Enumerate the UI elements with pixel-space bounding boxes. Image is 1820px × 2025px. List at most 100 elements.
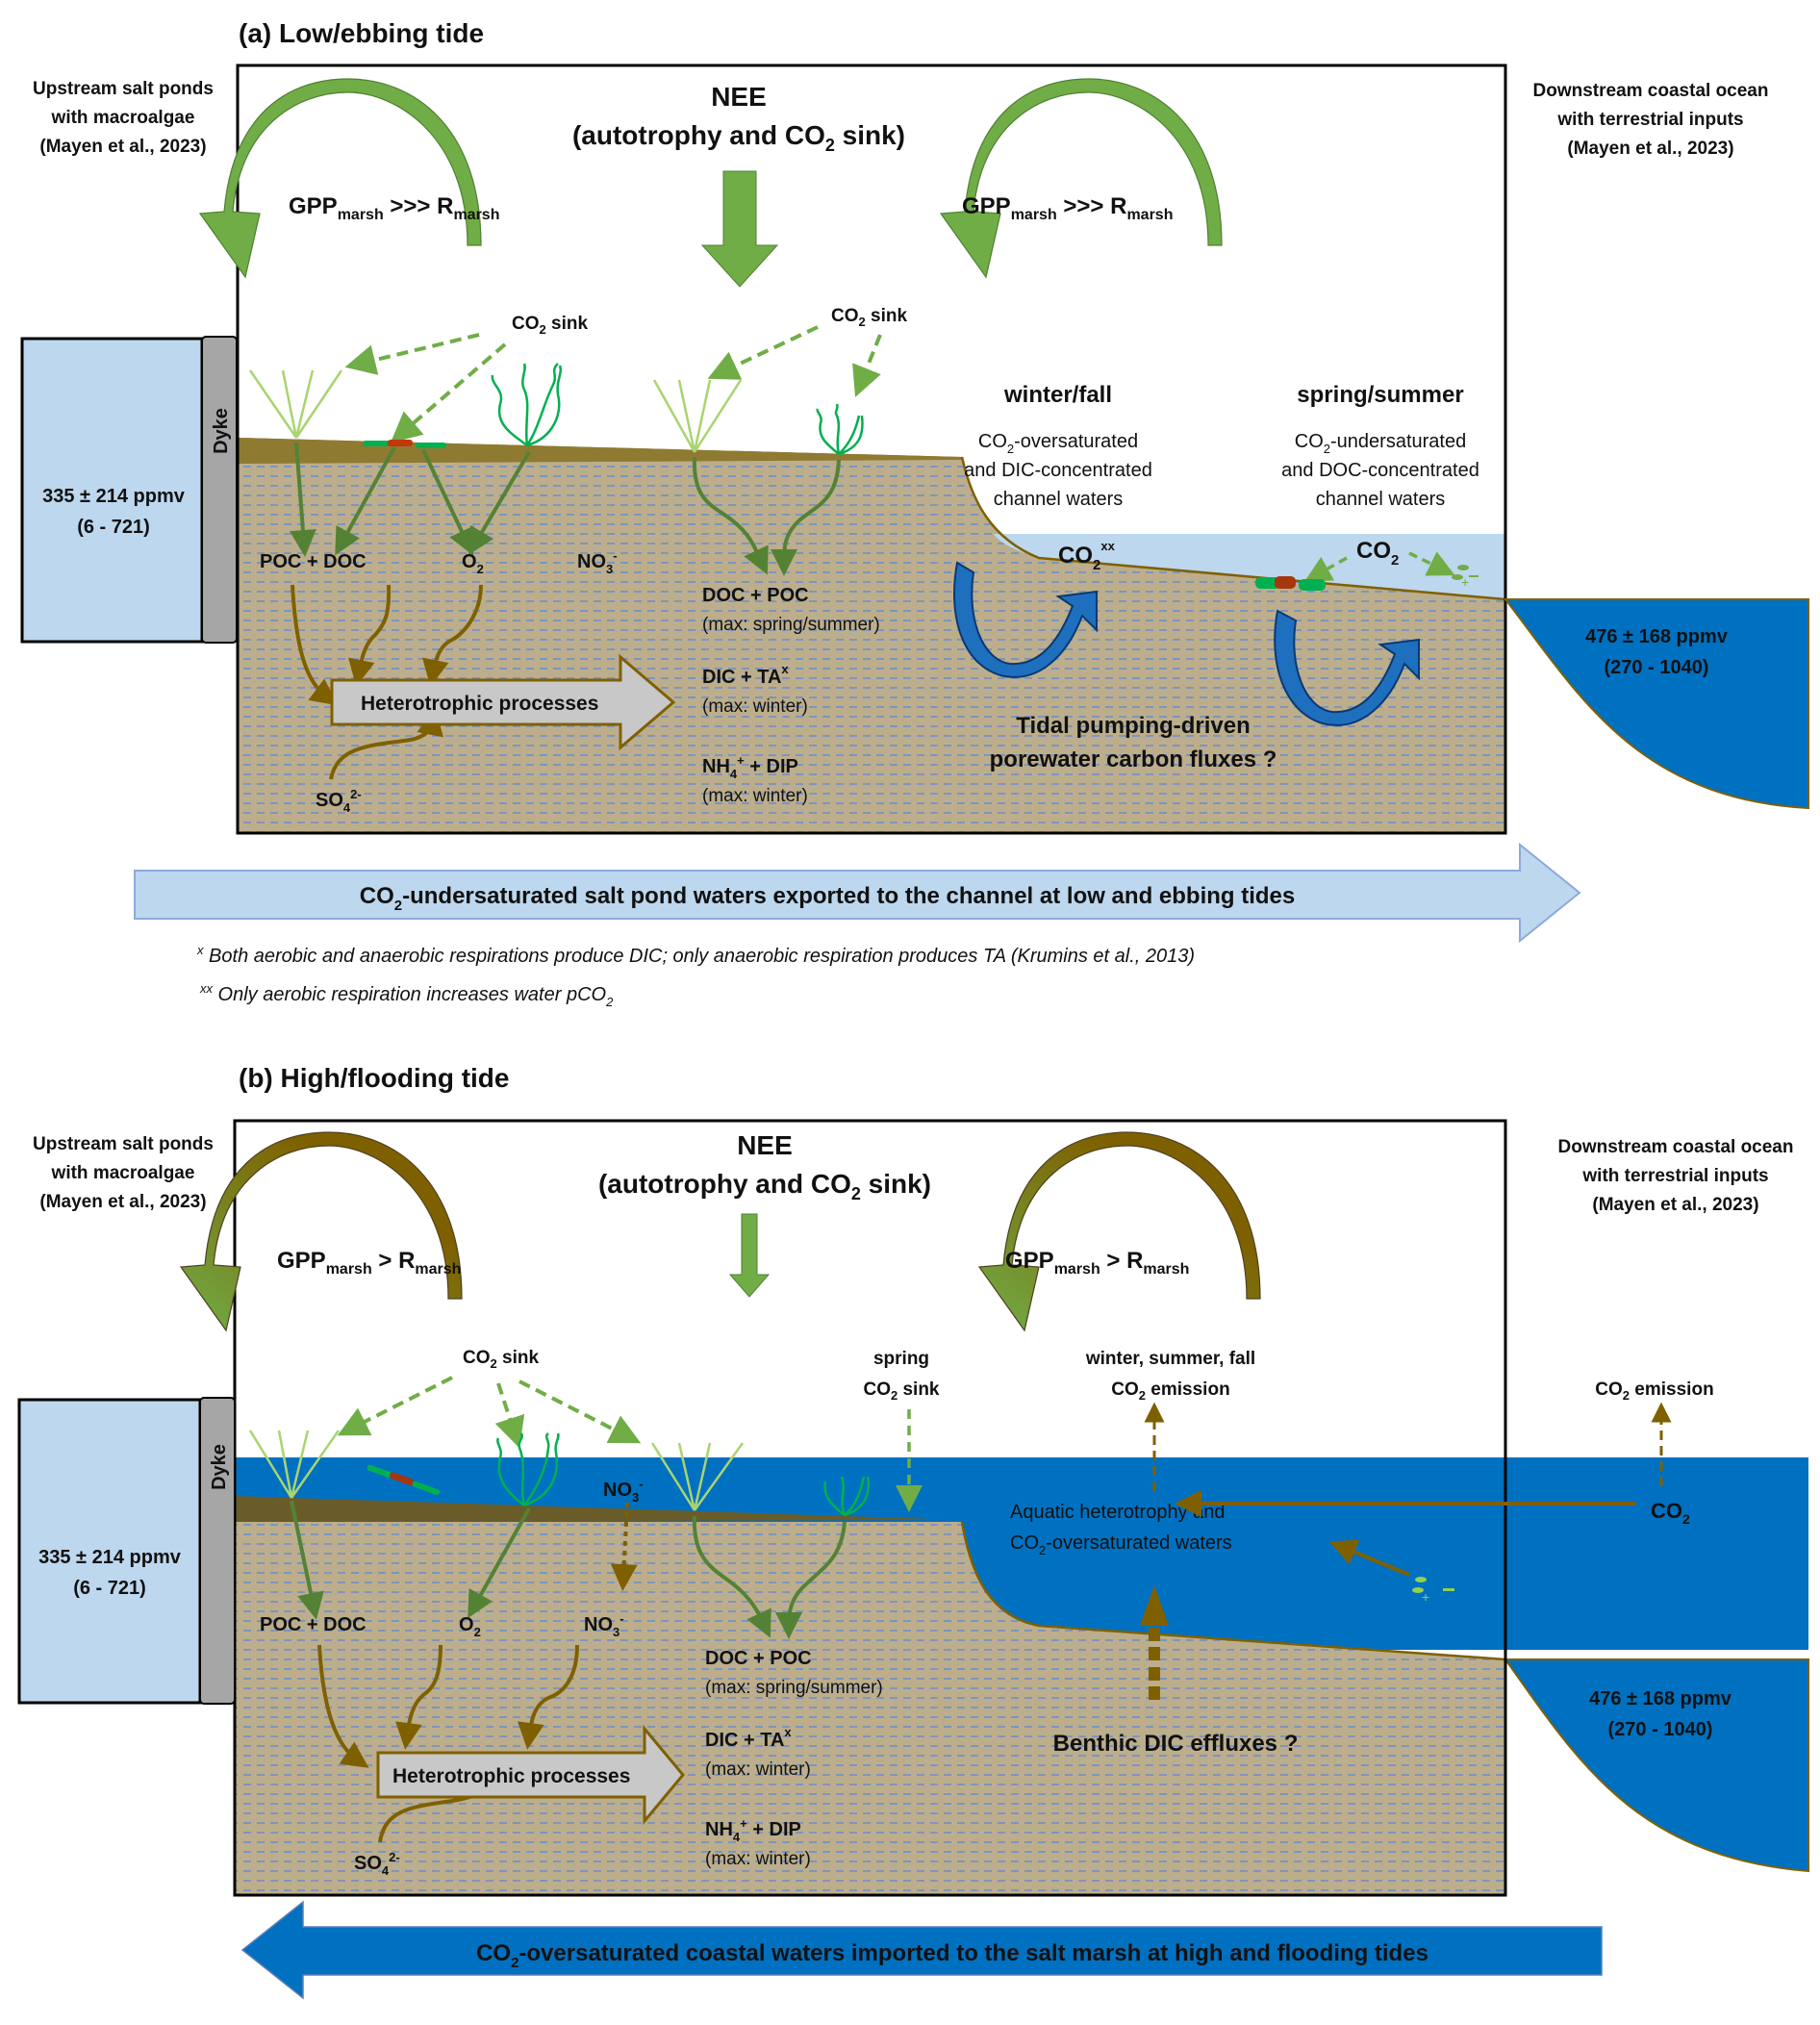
- svg-text:NH4+ + DIP: NH4+ + DIP: [702, 753, 798, 781]
- svg-text:channel waters: channel waters: [1316, 489, 1446, 510]
- co2-ocean-b: CO2: [1651, 1499, 1690, 1527]
- season-emission-b: winter, summer, fall CO2 emission: [1085, 1349, 1255, 1403]
- svg-text:spring: spring: [873, 1349, 929, 1369]
- svg-text:DOC + POC: DOC + POC: [705, 1648, 812, 1669]
- export-arrow-label: CO2-undersaturated salt pond waters expo…: [360, 883, 1295, 914]
- gpp-label-right-b: GPPmarsh > Rmarsh: [1005, 1248, 1189, 1278]
- o2-b: O2: [459, 1614, 481, 1639]
- svg-text:porewater carbon fluxes ?: porewater carbon fluxes ?: [990, 747, 1277, 772]
- heterotrophic-arrow-a: Heterotrophic processes: [330, 653, 676, 751]
- downstream-label-a: Downstream coastal ocean with terrestria…: [1533, 81, 1769, 159]
- downstream-label-b: Downstream coastal ocean with terrestria…: [1558, 1137, 1794, 1215]
- sediment-a: [238, 457, 1505, 833]
- seaweed-plant-1-b: [496, 1432, 560, 1507]
- spring-summer-text: CO2-undersaturated and DOC-concentrated …: [1281, 431, 1479, 510]
- algae-mat-a: [363, 440, 446, 448]
- salt-pond-a: [20, 337, 204, 644]
- footnote-x: x Both aerobic and anaerobic respiration…: [196, 943, 1195, 967]
- import-arrow-label: CO2-oversaturated coastal waters importe…: [476, 1940, 1428, 1971]
- channel-co2-arrows: [1303, 551, 1455, 582]
- pond-value-b: 335 ± 214 ppmv: [38, 1547, 182, 1568]
- winter-fall-title: winter/fall: [1003, 382, 1112, 408]
- svg-text:with macroalgae: with macroalgae: [51, 1163, 195, 1183]
- svg-text:(max: spring/summer): (max: spring/summer): [702, 615, 880, 635]
- plankton-arrow: [1329, 1539, 1410, 1577]
- pond-range-b: (6 - 721): [73, 1578, 146, 1599]
- svg-text:+: +: [1422, 1589, 1429, 1605]
- seaweed-plant-2-b: [823, 1476, 870, 1517]
- o2-a: O2: [462, 551, 484, 576]
- sediment-b: [235, 1522, 1505, 1895]
- svg-text:channel waters: channel waters: [994, 489, 1124, 510]
- heterotrophic-label-a: Heterotrophic processes: [361, 693, 598, 715]
- nee-title-a: NEE: [711, 82, 767, 112]
- svg-text:CO2 emission: CO2 emission: [1111, 1380, 1229, 1403]
- ocean-emission-b: CO2 emission: [1595, 1380, 1713, 1403]
- ocean-value-b: 476 ± 168 ppmv: [1589, 1688, 1732, 1709]
- tidal-pumping-label: Tidal pumping-driven porewater carbon fl…: [990, 713, 1277, 772]
- winter-fall-text: CO2-oversaturated and DIC-concentrated c…: [964, 431, 1152, 510]
- co2-sink-mid-a: CO2 sink: [831, 306, 907, 329]
- svg-text:GPPmarsh >>> Rmarsh: GPPmarsh >>> Rmarsh: [962, 193, 1173, 223]
- svg-text:with terrestrial inputs: with terrestrial inputs: [1581, 1166, 1768, 1186]
- footnote-xx: xx Only aerobic respiration increases wa…: [199, 981, 614, 1009]
- panel-b: (b) High/flooding tide Upstream salt pon…: [17, 1063, 1809, 2000]
- co2-sink-b: CO2 sink: [463, 1348, 539, 1371]
- svg-text:Downstream coastal ocean: Downstream coastal ocean: [1558, 1137, 1794, 1157]
- gpp-arc-right-b: [977, 1131, 1261, 1332]
- co2-xx-label: CO2xx: [1058, 539, 1116, 573]
- root-arrows-b: [290, 1500, 847, 1639]
- export-arrow: CO2-undersaturated salt pond waters expo…: [134, 842, 1581, 944]
- seaweed-plant-1-a: [491, 363, 562, 447]
- svg-text:(Mayen et al., 2023): (Mayen et al., 2023): [1592, 1195, 1758, 1215]
- ocean-a: [1503, 598, 1809, 810]
- import-arrow: CO2-oversaturated coastal waters importe…: [240, 1900, 1603, 2000]
- svg-text:CO2-oversaturated: CO2-oversaturated: [978, 431, 1138, 456]
- svg-text:DIC + TAx: DIC + TAx: [702, 662, 789, 688]
- spring-summer-title: spring/summer: [1297, 382, 1463, 408]
- dyke-a: [201, 336, 238, 644]
- heterotrophic-arrow-b: Heterotrophic processes: [376, 1724, 685, 1826]
- nutrient-flows-a: [291, 584, 483, 780]
- gpp-label-left-a: GPPmarsh >>> Rmarsh: [289, 193, 499, 223]
- pond-value-a: 335 ± 214 ppmv: [42, 486, 186, 507]
- upstream-label-a: Upstream salt ponds with macroalgae (May…: [33, 79, 214, 157]
- co2-sink-arrows-b: [337, 1376, 642, 1449]
- salt-pond-b: [17, 1398, 202, 1705]
- ocean-range-b: (270 - 1040): [1608, 1719, 1713, 1740]
- svg-text:Upstream salt ponds: Upstream salt ponds: [33, 79, 214, 99]
- so4-a: SO42-: [316, 787, 362, 815]
- no3-b: NO3-: [584, 1611, 624, 1639]
- dyke-label-a: Dyke: [211, 408, 232, 454]
- channel-algae-a: [1255, 576, 1326, 591]
- seaweed-plant-2-a: [816, 403, 864, 456]
- root-arrows-a: [289, 442, 841, 576]
- poc-doc-a: POC + DOC: [260, 551, 367, 572]
- heterotrophic-label-b: Heterotrophic processes: [392, 1765, 630, 1787]
- spartina-plant-1-a: [248, 369, 343, 439]
- no3-a: NO3-: [577, 548, 618, 576]
- svg-text:(Mayen et al., 2023): (Mayen et al., 2023): [39, 137, 206, 157]
- dyke-b: [199, 1397, 236, 1705]
- gpp-arc-left-a: [198, 78, 482, 279]
- products-a: DOC + POC (max: spring/summer) DIC + TAx…: [702, 585, 880, 806]
- phytoplankton-b: +: [1412, 1577, 1454, 1605]
- nee-arrow-b: [728, 1213, 771, 1298]
- gpp-label-right-a: GPPmarsh >>> Rmarsh: [962, 193, 1173, 223]
- co2-sink-arrows-a: [344, 325, 882, 443]
- svg-text:CO2 sink: CO2 sink: [863, 1380, 939, 1403]
- channel-water-a: [994, 534, 1505, 599]
- benthic-label: Benthic DIC effluxes ?: [1053, 1731, 1299, 1757]
- svg-text:and DOC-concentrated: and DOC-concentrated: [1281, 460, 1479, 481]
- phytoplankton-a: +: [1452, 565, 1479, 590]
- poc-doc-b: POC + DOC: [260, 1614, 367, 1635]
- so4-b: SO42-: [354, 1850, 400, 1878]
- svg-text:(max: winter): (max: winter): [705, 1849, 811, 1869]
- svg-text:(Mayen et al., 2023): (Mayen et al., 2023): [1567, 139, 1733, 159]
- dyke-label-b: Dyke: [209, 1444, 230, 1490]
- spartina-plant-2-b: [650, 1442, 745, 1511]
- spartina-plant-2-a: [652, 379, 743, 453]
- gpp-arc-right-a: [939, 78, 1223, 279]
- svg-text:with macroalgae: with macroalgae: [51, 108, 195, 128]
